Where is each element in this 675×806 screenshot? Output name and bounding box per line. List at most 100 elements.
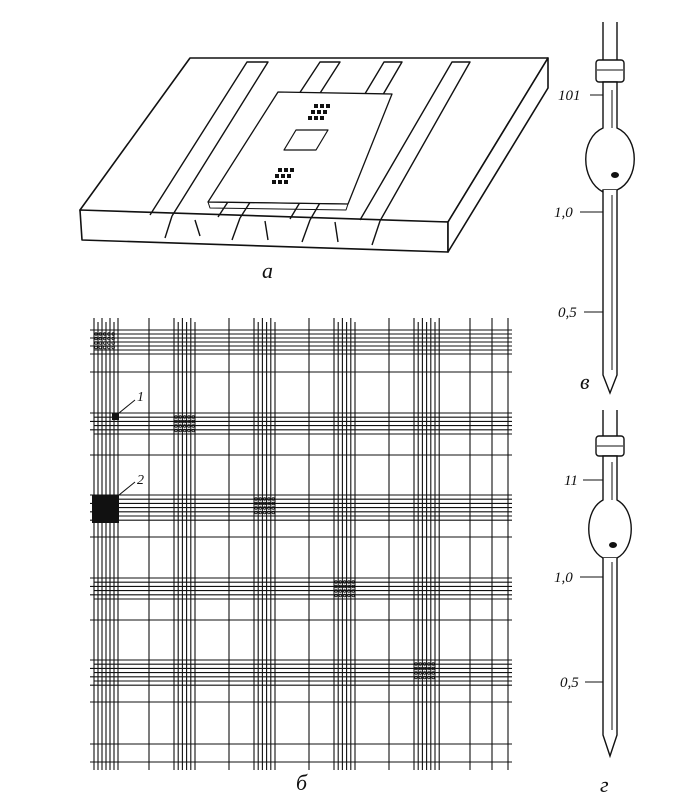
grid-dot <box>191 428 195 433</box>
large-square-marked <box>92 495 119 523</box>
grid-lines <box>90 318 512 770</box>
grid-dot <box>334 584 338 589</box>
grid-dot <box>94 336 98 341</box>
grid-dot <box>111 345 115 350</box>
grid-dot <box>262 510 267 515</box>
pipette-g <box>580 410 632 759</box>
grid-dot <box>182 424 187 428</box>
small-square-marked <box>112 413 119 420</box>
grid-dot <box>102 341 107 345</box>
grid-dot <box>187 424 191 428</box>
grid-dot <box>418 675 422 680</box>
callout-line-2 <box>118 481 136 496</box>
grid-dot <box>111 341 115 345</box>
grid-dot <box>414 666 418 671</box>
grid-dot <box>187 415 191 419</box>
grid-dot <box>418 671 422 675</box>
callout-label-2: 2 <box>137 473 144 488</box>
grid-dot <box>191 419 195 424</box>
grid-dot <box>427 675 431 680</box>
grid-dot <box>94 332 98 336</box>
grid-dot <box>258 501 262 506</box>
grid-dot <box>334 593 338 598</box>
grid-dot <box>178 424 182 428</box>
grid-dot <box>271 497 275 501</box>
pipette-g-stem <box>602 558 618 759</box>
pipette-v <box>580 22 635 395</box>
grid-dot <box>347 593 351 598</box>
grid-dot <box>431 675 435 680</box>
grid-dot <box>254 510 258 515</box>
grid-dot <box>334 589 338 593</box>
grid-dot <box>418 666 422 671</box>
pipette-v-stem <box>602 190 618 395</box>
grid-dot <box>271 506 275 510</box>
grid-dot <box>262 501 267 506</box>
pipette-v-mark-top: 101 <box>558 88 581 104</box>
pipette-g-mark-top: 11 <box>564 473 578 489</box>
grid-dot <box>351 589 355 593</box>
grid-dot <box>191 415 195 419</box>
grid-dot <box>178 428 182 433</box>
grid-dot <box>422 666 427 671</box>
grid-dot <box>342 589 347 593</box>
counting-grid <box>90 318 512 770</box>
pipette-v-mark-low: 0,5 <box>558 305 577 321</box>
grid-dot <box>414 675 418 680</box>
grid-dot <box>254 506 258 510</box>
grid-dot <box>271 501 275 506</box>
grid-dot <box>258 497 262 501</box>
grid-dot <box>107 336 111 341</box>
grid-dot <box>351 593 355 598</box>
grid-dot <box>267 510 271 515</box>
grid-dot <box>431 671 435 675</box>
pipette-v-mark-mid: 1,0 <box>554 205 573 221</box>
pipette-g-mark-mid: 1,0 <box>554 570 573 586</box>
counting-chamber-drawing <box>79 57 549 253</box>
grid-dot <box>347 580 351 584</box>
callout-line-1 <box>118 399 136 414</box>
grid-dot <box>102 332 107 336</box>
grid-dot <box>174 415 178 419</box>
grid-dot <box>182 415 187 419</box>
grid-dot <box>342 593 347 598</box>
grid-dot <box>422 662 427 666</box>
pipette-v-bulb <box>585 81 635 194</box>
panel-label-b: б <box>296 770 308 795</box>
grid-dot <box>174 424 178 428</box>
grid-dot <box>414 662 418 666</box>
pipette-g-mark-low: 0,5 <box>560 675 579 691</box>
grid-dot <box>174 419 178 424</box>
grid-dot <box>111 336 115 341</box>
callout-label-1: 1 <box>137 390 144 405</box>
grid-dot <box>427 662 431 666</box>
grid-dot <box>182 428 187 433</box>
grid-dot <box>107 345 111 350</box>
grid-dot <box>111 332 115 336</box>
grid-dot-clusters <box>94 332 435 680</box>
chamber-grid-marks <box>272 104 330 184</box>
panel-label-v: в <box>580 369 590 394</box>
grid-dot <box>267 506 271 510</box>
grid-dot <box>102 336 107 341</box>
grid-dot <box>271 510 275 515</box>
grid-dot <box>178 415 182 419</box>
grid-dot <box>102 345 107 350</box>
grid-dot <box>182 419 187 424</box>
panel-label-a: а <box>262 258 273 283</box>
grid-dot <box>431 662 435 666</box>
grid-dot <box>418 662 422 666</box>
grid-dot <box>191 424 195 428</box>
grid-dot <box>422 671 427 675</box>
grid-dot <box>334 580 338 584</box>
grid-dot <box>258 510 262 515</box>
grid-dot <box>258 506 262 510</box>
grid-dot <box>422 675 427 680</box>
grid-dot <box>262 506 267 510</box>
grid-dot <box>338 584 342 589</box>
grid-dot <box>174 428 178 433</box>
cover-glass-edge <box>207 201 349 211</box>
grid-dot <box>347 589 351 593</box>
grid-dot <box>338 589 342 593</box>
